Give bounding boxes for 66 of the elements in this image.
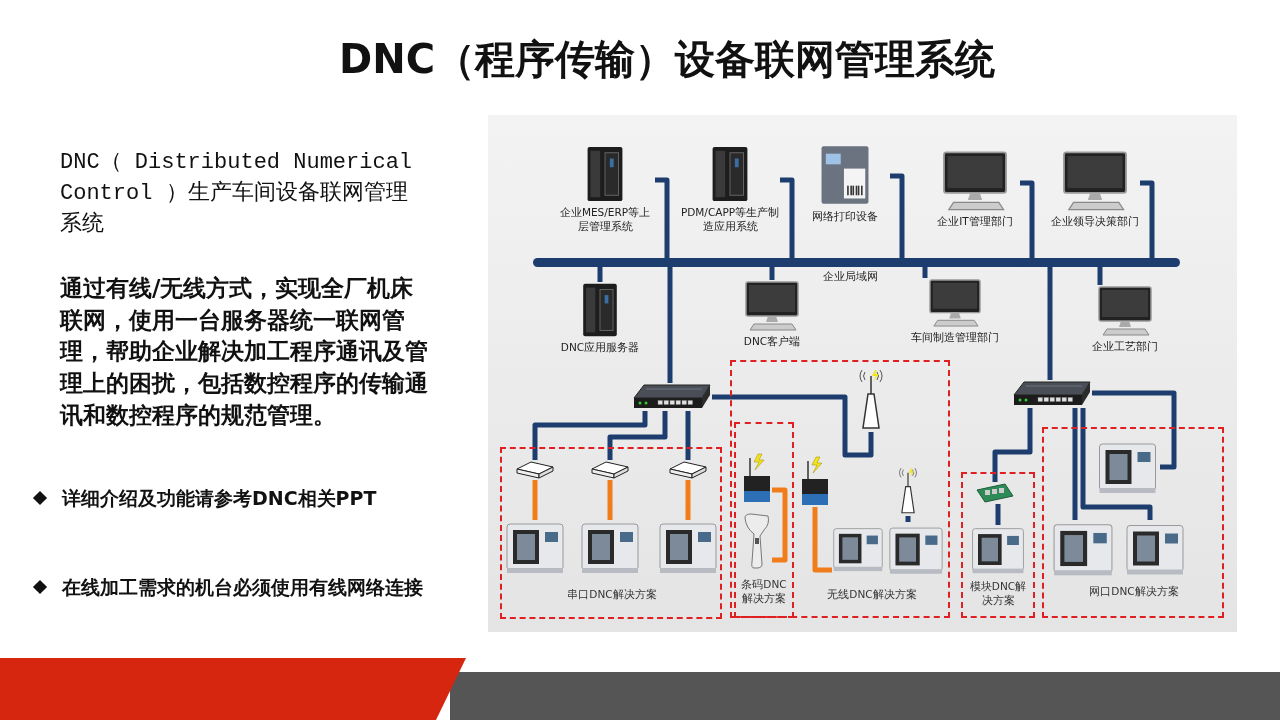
network-switch-icon bbox=[632, 383, 712, 411]
device-label: PDM/CAPP等生产制造应用系统 bbox=[680, 206, 780, 234]
connector-line bbox=[685, 411, 691, 460]
device-label: 车间制造管理部门 bbox=[910, 331, 1000, 345]
antenna-icon bbox=[858, 370, 884, 432]
device-label: 企业IT管理部门 bbox=[936, 215, 1014, 229]
dashed-group-frame bbox=[734, 422, 794, 618]
dashed-group-frame bbox=[961, 472, 1035, 618]
connector-line bbox=[780, 177, 795, 258]
dashed-group-frame bbox=[500, 447, 722, 619]
barcode-scanner-icon bbox=[742, 512, 772, 570]
device-label: 企业工艺部门 bbox=[1091, 340, 1159, 354]
description-paragraph: 通过有线/无线方式，实现全厂机床联网，使用一台服务器统一联网管理，帮助企业解决加工程序通讯及管理上的困扰，包括数控程序的传输通讯和数控程序的规范管理。 bbox=[60, 274, 429, 430]
connector-line bbox=[712, 394, 874, 458]
connector-line bbox=[532, 480, 538, 520]
group-label: 模块DNC解决方案 bbox=[968, 579, 1028, 608]
title: DNC（程序传输）设备联网管理系统 bbox=[337, 35, 996, 84]
connector-line bbox=[655, 177, 670, 258]
cnc-machine-icon bbox=[658, 520, 718, 575]
serial-converter-icon bbox=[515, 460, 555, 480]
connector-line bbox=[992, 408, 1033, 482]
connector-line bbox=[1080, 408, 1153, 520]
connector-line bbox=[890, 173, 905, 258]
connector-line bbox=[1140, 180, 1155, 258]
connector-line bbox=[922, 267, 928, 278]
wireless-module-icon bbox=[800, 455, 830, 507]
connector-line bbox=[905, 516, 911, 522]
network-label: 企业局域网 bbox=[821, 270, 879, 284]
bullet-text: 详细介绍及功能请参考DNC相关PPT bbox=[62, 486, 378, 511]
connector-line bbox=[532, 411, 648, 460]
connector-line bbox=[772, 487, 788, 563]
bullet-text: 在线加工需求的机台必须使用有线网络连接 bbox=[62, 575, 424, 600]
circuit-card-icon bbox=[975, 482, 1015, 504]
connector-line bbox=[607, 411, 668, 460]
connector-line bbox=[1020, 180, 1035, 258]
device-label: DNC应用服务器 bbox=[559, 341, 641, 355]
cnc-machine-icon bbox=[505, 520, 565, 575]
connector-line bbox=[685, 480, 691, 520]
device-label: 企业MES/ERP等上层管理系统 bbox=[558, 206, 652, 234]
intro-text: DNC（ Distributed Numerical Control ）生产车间设备联网管理系统 bbox=[60, 149, 414, 239]
group-label: 串口DNC解决方案 bbox=[566, 587, 658, 602]
network-switch-icon bbox=[1012, 380, 1092, 408]
connector-line bbox=[1092, 390, 1177, 470]
serial-converter-icon bbox=[668, 460, 708, 480]
serial-converter-icon bbox=[590, 460, 630, 480]
connector-line bbox=[607, 480, 613, 520]
device-label: 网络打印设备 bbox=[811, 210, 879, 224]
network-bus bbox=[533, 258, 1180, 267]
dashed-group-frame bbox=[1042, 427, 1224, 618]
dashed-group-frame bbox=[730, 360, 950, 618]
antenna-icon bbox=[898, 468, 918, 516]
cnc-machine-icon bbox=[578, 520, 642, 575]
group-label: 无线DNC解决方案 bbox=[826, 587, 918, 602]
wireless-module-icon bbox=[742, 452, 772, 504]
connector-line bbox=[1047, 267, 1053, 380]
connector-line bbox=[1072, 408, 1078, 520]
device-label: 企业领导决策部门 bbox=[1050, 215, 1140, 229]
connector-line bbox=[1097, 267, 1103, 285]
connector-line bbox=[597, 267, 603, 282]
connector-line bbox=[769, 267, 775, 280]
device-label: DNC客户端 bbox=[742, 335, 802, 349]
group-label: 网口DNC解决方案 bbox=[1088, 584, 1180, 599]
connector-line bbox=[812, 507, 832, 573]
connector-line bbox=[995, 504, 1001, 525]
connector-line bbox=[667, 267, 673, 383]
group-label: 条码DNC解决方案 bbox=[740, 577, 788, 606]
